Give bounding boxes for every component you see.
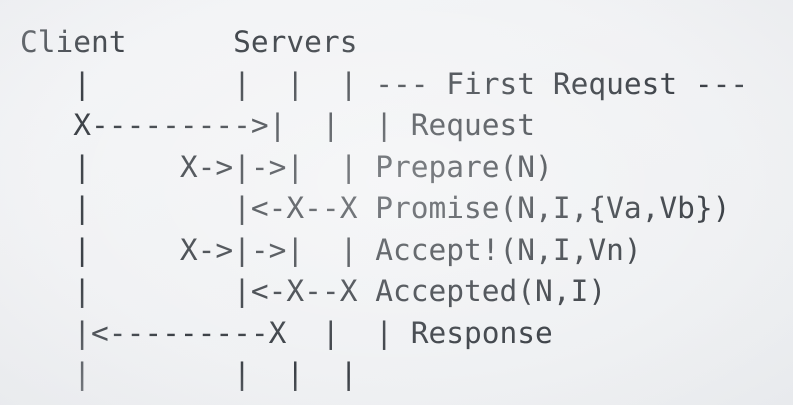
diagram-row-accepted: | |<-X--X Accepted(N,I) [20,274,607,308]
diagram-row-prepare: | X->|->| | Prepare(N) [20,149,553,184]
diagram-row-client-response: |<---------X | | Response [20,315,553,350]
diagram-row-header: Client Servers [20,25,358,59]
diagram-row-accept: | X->|->| | Accept!(N,I,Vn) [20,232,642,267]
diagram-text-block: Client Servers | | | | --- First Request… [20,22,748,396]
diagram-row-client-request: X--------->| | | Request [20,108,536,142]
diagram-row-lifelines-bottom: | | | | [20,357,358,391]
diagram-row-promise: | |<-X--X Promise(N,I,{Va,Vb}) [20,191,731,225]
diagram-row-lifelines-top: | | | | --- First Request --- [20,66,749,101]
